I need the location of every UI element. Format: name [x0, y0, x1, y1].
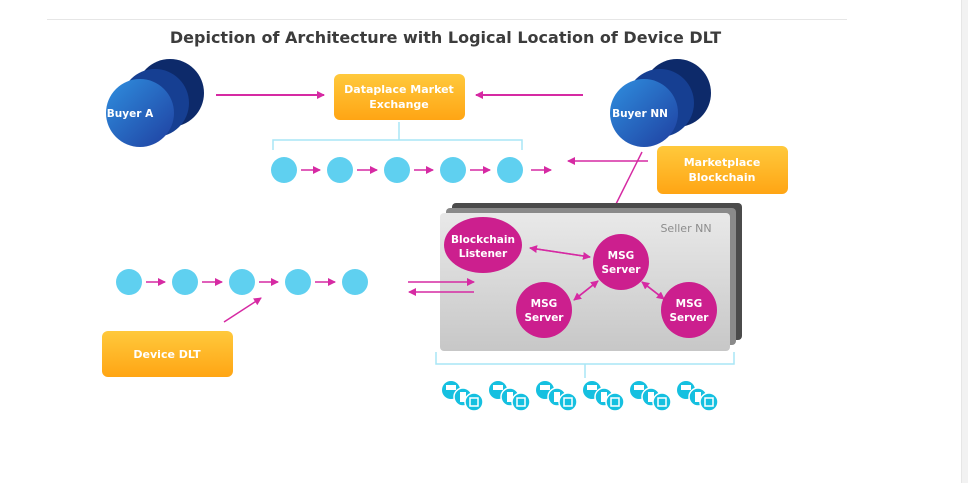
buyer-nn-node: Buyer NN: [610, 59, 711, 147]
msg-server-node: [661, 282, 717, 338]
msg-label-line2: Server: [669, 312, 709, 324]
exchange-label-line2: Exchange: [369, 98, 429, 111]
device-icon: [535, 380, 578, 412]
blockchain-listener-node: [444, 217, 522, 273]
buyer-nn-label: Buyer NN: [612, 108, 668, 120]
seller-nn-label: Seller NN: [660, 222, 711, 235]
device-icon: [676, 380, 719, 412]
marketplace-blockchain-box: Marketplace Blockchain: [657, 146, 788, 194]
buyer-a-node: Buyer A: [106, 59, 204, 147]
listener-label-line1: Blockchain: [451, 234, 515, 246]
device-dlt-label: Device DLT: [133, 348, 201, 361]
scrollbar[interactable]: [961, 0, 968, 483]
chain-block: [342, 269, 368, 295]
chain-block: [271, 157, 297, 183]
chain-block: [384, 157, 410, 183]
msg-server-node: [593, 234, 649, 290]
msg-label-line1: MSG: [531, 298, 558, 310]
device-dlt-box: Device DLT: [102, 331, 233, 377]
device-icons-row: [441, 380, 719, 412]
listener-label-line2: Listener: [459, 248, 508, 260]
dataplace-market-exchange-box: Dataplace Market Exchange: [334, 74, 465, 120]
arrow-buyer-nn-to-seller: [611, 151, 643, 213]
chain-block: [172, 269, 198, 295]
device-chain: [116, 269, 368, 295]
msg-label-line1: MSG: [608, 250, 635, 262]
msg-server-node: [516, 282, 572, 338]
device-icon: [629, 380, 672, 412]
msg-label-line1: MSG: [676, 298, 703, 310]
chain-block: [497, 157, 523, 183]
seller-nn-panel: Seller NN Blockchain Listener MSG Server…: [440, 203, 742, 351]
msg-label-line2: Server: [601, 264, 641, 276]
marketplace-chain-bracket: [272, 139, 523, 150]
msg-label-line2: Server: [524, 312, 564, 324]
chain-block: [116, 269, 142, 295]
marketplace-label-line2: Blockchain: [689, 171, 756, 184]
exchange-label-line1: Dataplace Market: [344, 83, 454, 96]
device-icon: [582, 380, 625, 412]
marketplace-chain: [271, 157, 552, 183]
device-bracket: [435, 352, 735, 365]
arrow-device-dlt-to-chain: [223, 297, 262, 323]
diagram-title: Depiction of Architecture with Logical L…: [169, 28, 722, 47]
top-divider: [47, 19, 847, 20]
chain-block: [285, 269, 311, 295]
device-icon: [488, 380, 531, 412]
device-icon: [441, 380, 484, 412]
chain-block: [440, 157, 466, 183]
chain-block: [327, 157, 353, 183]
chain-block: [229, 269, 255, 295]
marketplace-label-line1: Marketplace: [684, 156, 761, 169]
buyer-a-label: Buyer A: [107, 108, 154, 120]
